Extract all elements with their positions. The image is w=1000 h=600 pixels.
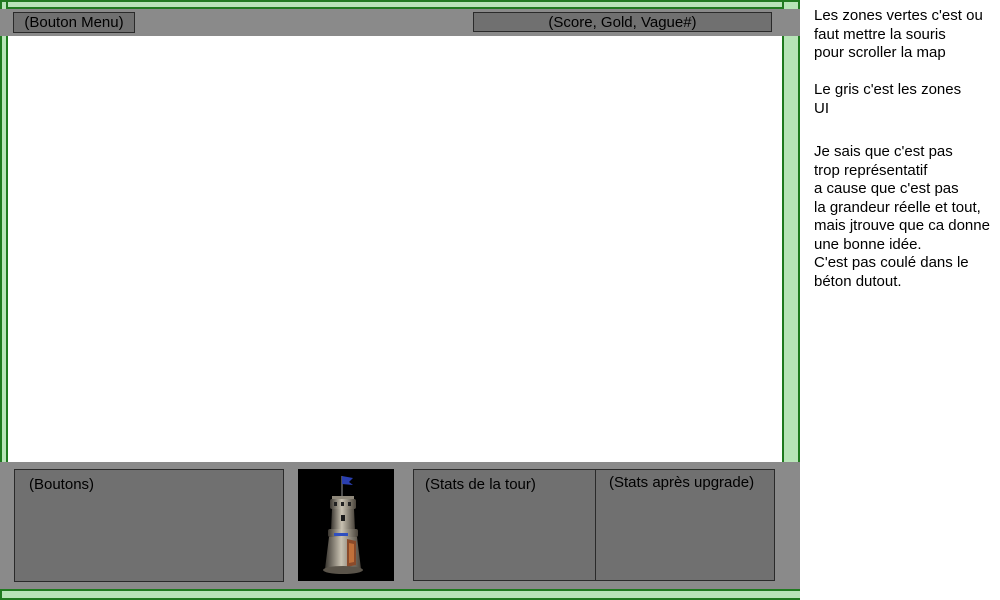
upgrade-stats-label: (Stats après upgrade) (609, 474, 755, 491)
tower-stats-label: (Stats de la tour) (414, 470, 596, 580)
selected-tower-portrait (298, 469, 394, 581)
tower-stats-panel: (Stats de la tour) (Stats après upgrade) (413, 469, 775, 581)
note-line: Les zones vertes c'est ou (814, 7, 983, 24)
scroll-zone-right[interactable] (782, 0, 800, 600)
note-line: la grandeur réelle et tout, (814, 198, 981, 216)
note-line: trop représentatif (814, 161, 928, 179)
design-notes: Les zones vertes c'est ou faut mettre la… (814, 7, 1000, 291)
scroll-zone-top[interactable] (0, 0, 800, 9)
tower-icon (323, 476, 363, 574)
note-line: a cause que c'est pas (814, 180, 959, 197)
game-mockup: (Bouton Menu) (Score, Gold, Vague#) (Bou… (0, 0, 800, 600)
note-line: faut mettre la souris (814, 25, 946, 43)
scroll-zone-left[interactable] (0, 0, 8, 600)
note-line: pour scroller la map (814, 44, 946, 61)
note-line: UI (814, 99, 829, 117)
buttons-panel[interactable]: (Boutons) (14, 469, 284, 582)
menu-button[interactable]: (Bouton Menu) (13, 12, 135, 33)
scroll-zone-bottom[interactable] (0, 589, 800, 600)
score-gold-wave-display: (Score, Gold, Vague#) (473, 12, 772, 32)
note-line: béton dutout. (814, 272, 902, 290)
note-line: Je sais que c'est pas (814, 143, 953, 160)
note-line: C'est pas coulé dans le (814, 254, 969, 271)
note-line: mais jtrouve que ca donne (814, 217, 990, 234)
note-line: Le gris c'est les zones (814, 81, 962, 98)
note-line: une bonne idée. (814, 235, 922, 253)
